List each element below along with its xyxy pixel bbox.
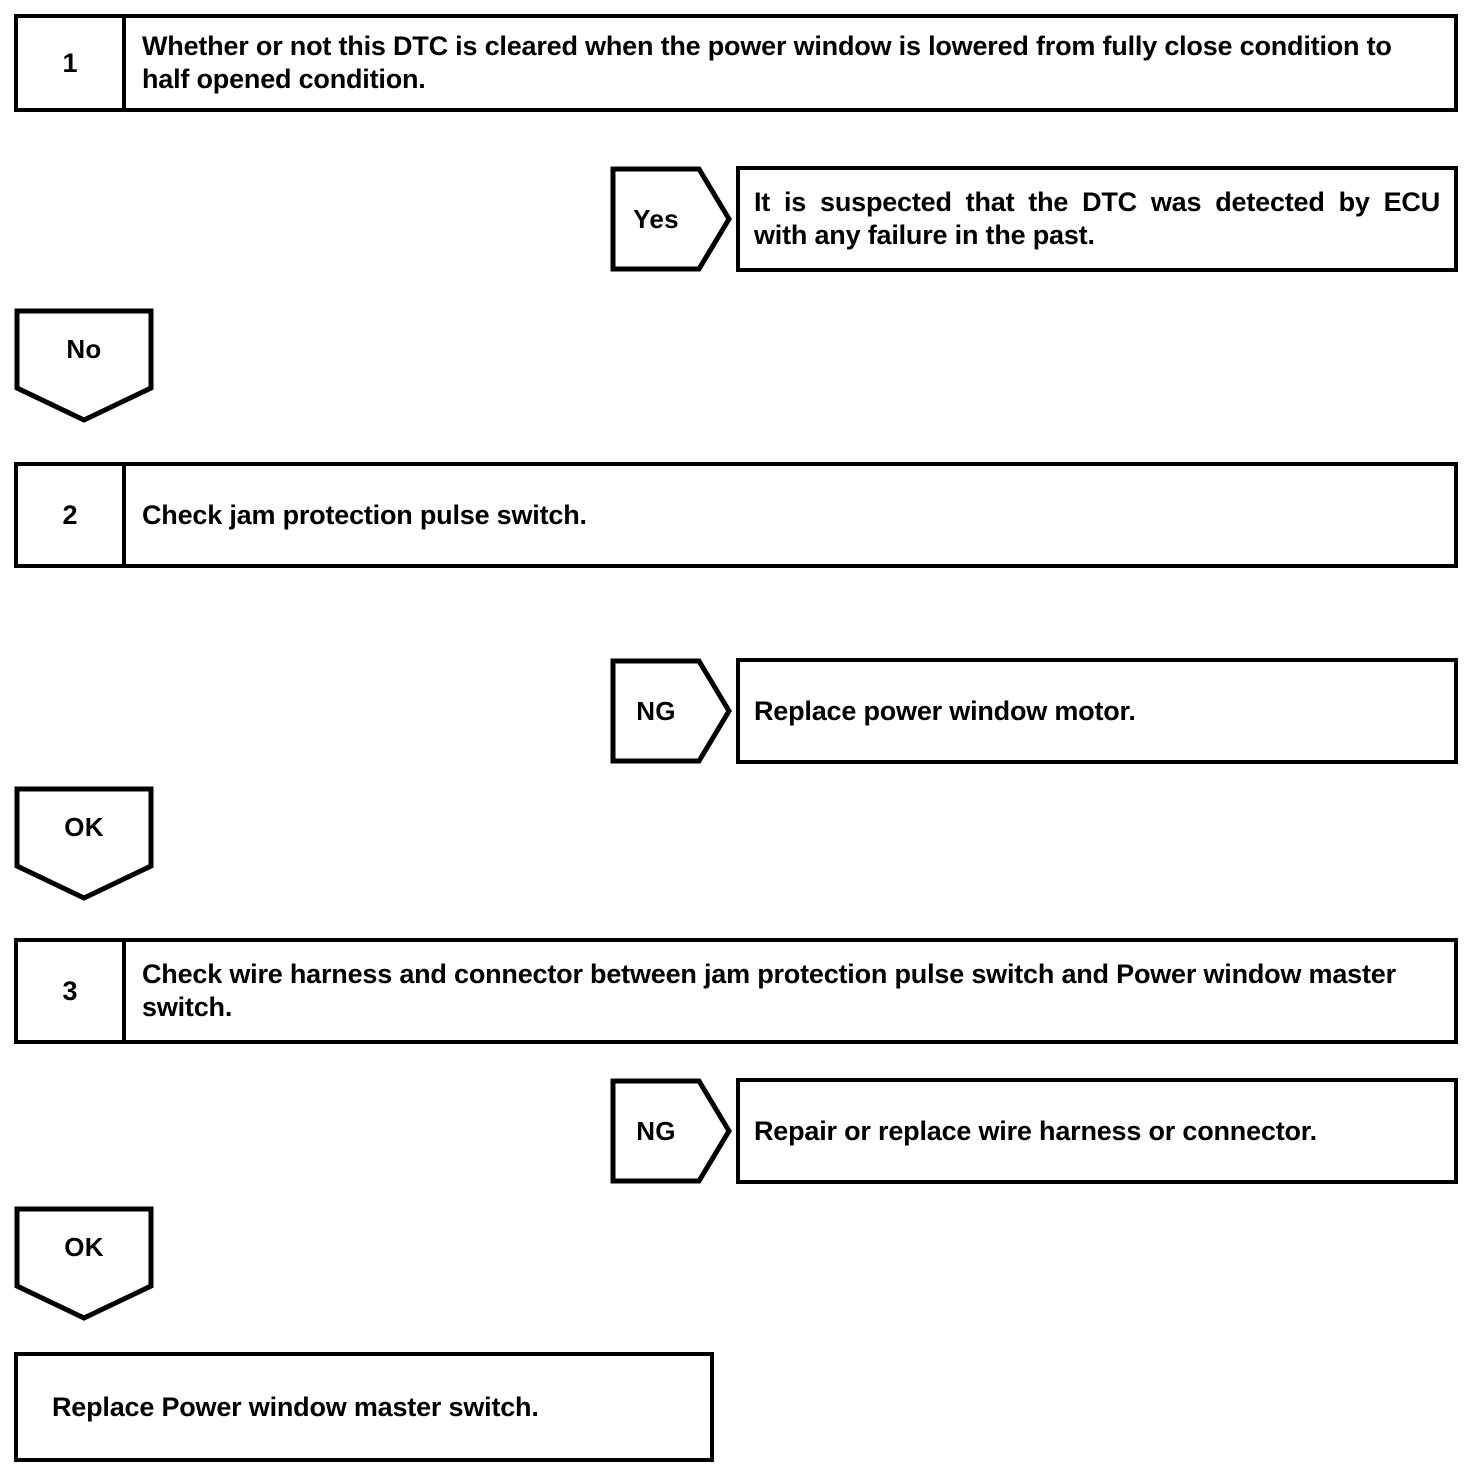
result-box-ng-1-text: Replace power window motor. (754, 695, 1136, 726)
result-box-ng-2-text: Repair or replace wire harness or connec… (754, 1115, 1317, 1146)
step-number-1: 1 (18, 18, 126, 108)
branch-tag-yes: Yes (610, 166, 732, 272)
pentagon-right-shape (610, 1078, 732, 1184)
step-box-1: 1 Whether or not this DTC is cleared whe… (14, 14, 1458, 112)
step-text-3: Check wire harness and connector between… (142, 959, 1396, 1022)
final-action-box: Replace Power window master switch. (14, 1352, 714, 1462)
branch-tag-yes-label: Yes (633, 203, 679, 234)
step-text-2: Check jam protection pulse switch. (142, 499, 587, 530)
result-box-yes-text: It is suspected that the DTC was detecte… (754, 187, 1440, 250)
branch-tag-ng-2: NG (610, 1078, 732, 1184)
pentagon-down-shape (14, 1206, 154, 1321)
branch-tag-ok-2: OK (14, 1206, 154, 1322)
pentagon-down-shape (14, 308, 154, 423)
branch-tag-no: No (14, 308, 154, 424)
step-number-3: 3 (18, 942, 126, 1040)
branch-tag-ng-1: NG (610, 658, 732, 764)
branch-tag-ok-1-label: OK (64, 811, 104, 842)
final-action-text: Replace Power window master switch. (52, 1391, 539, 1422)
branch-tag-no-label: No (66, 333, 102, 364)
pentagon-down-shape (14, 786, 154, 901)
step-box-2: 2 Check jam protection pulse switch. (14, 462, 1458, 568)
pentagon-right-shape (610, 658, 732, 764)
result-box-ng-2: Repair or replace wire harness or connec… (736, 1078, 1458, 1184)
branch-tag-ng-2-label: NG (636, 1115, 676, 1146)
result-box-yes: It is suspected that the DTC was detecte… (736, 166, 1458, 272)
result-box-ng-1: Replace power window motor. (736, 658, 1458, 764)
pentagon-right-shape (610, 166, 732, 272)
branch-tag-ng-1-label: NG (636, 695, 676, 726)
branch-tag-ok-1: OK (14, 786, 154, 902)
step-box-3: 3 Check wire harness and connector betwe… (14, 938, 1458, 1044)
branch-tag-ok-2-label: OK (64, 1231, 104, 1262)
step-text-1: Whether or not this DTC is cleared when … (142, 31, 1392, 94)
step-number-2: 2 (18, 466, 126, 564)
